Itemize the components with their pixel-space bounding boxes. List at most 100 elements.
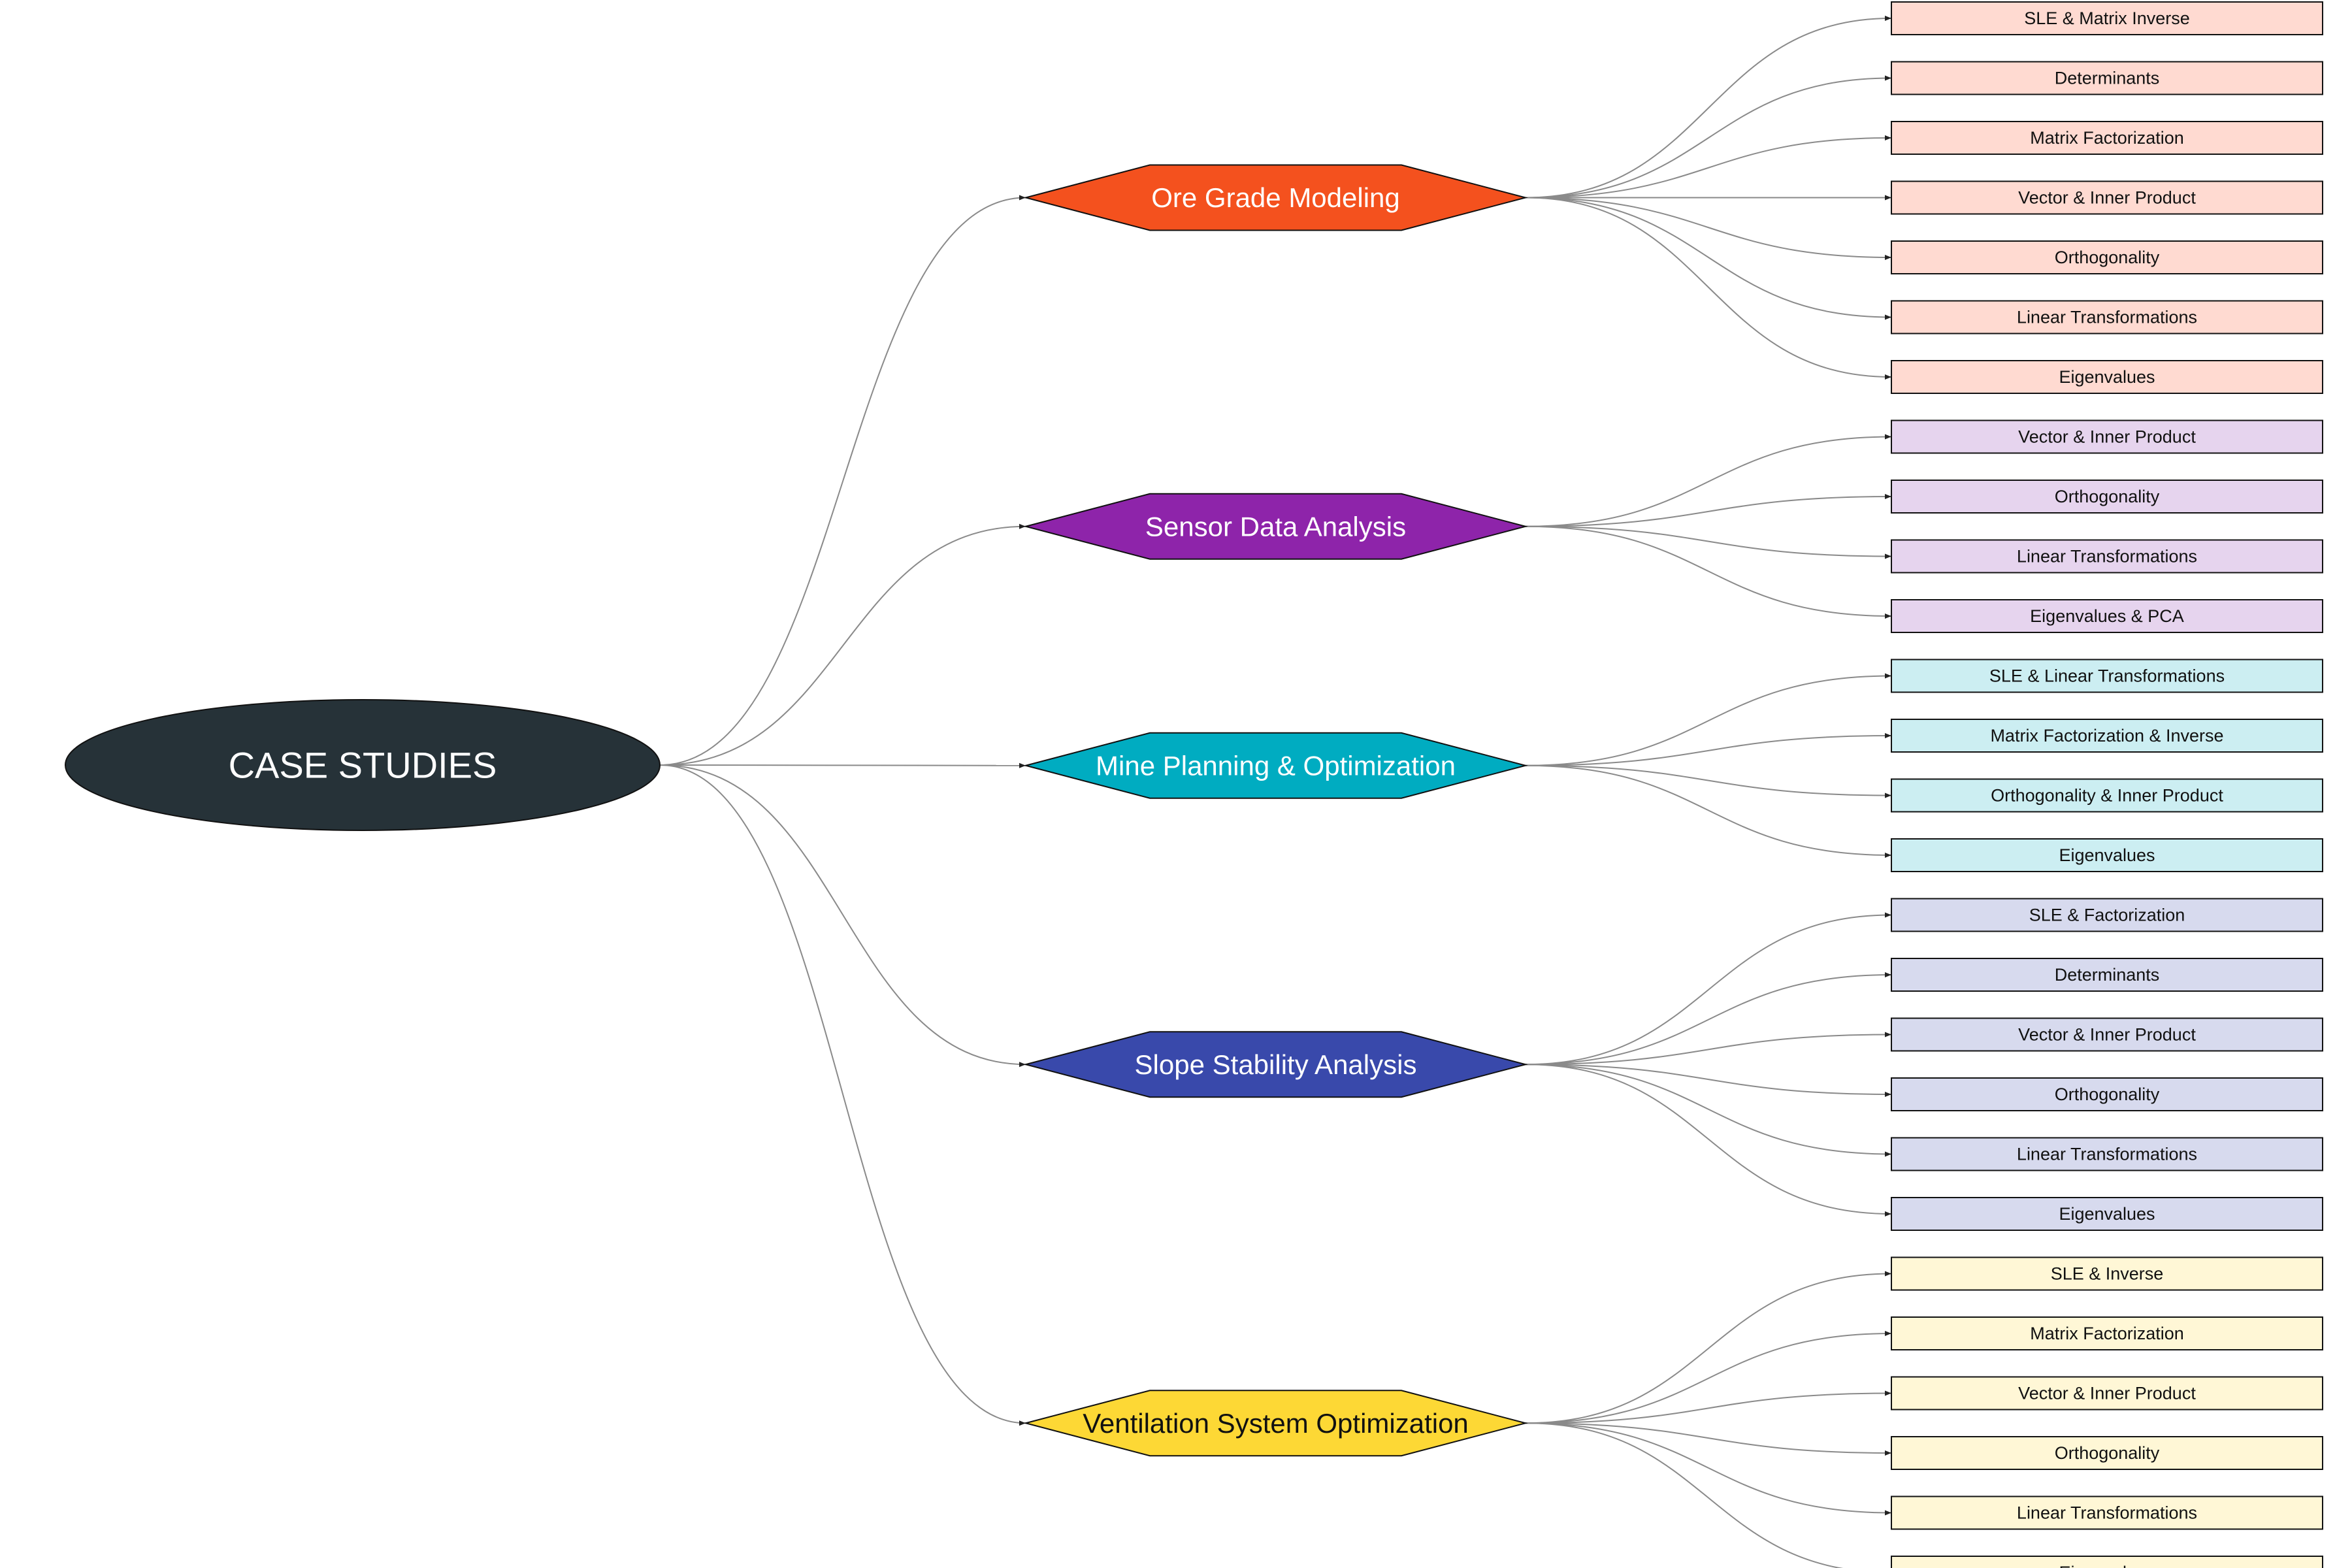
leaf-label: Determinants — [2055, 69, 2160, 88]
edge-mine-planning-and-optimization-to-sle-and-linear-transformations — [1525, 673, 1892, 766]
category-node-sensor-data-analysis[interactable]: Sensor Data Analysis — [1023, 493, 1528, 560]
edge-ore-grade-modeling-to-determinants — [1525, 75, 1892, 199]
leaf-node-matrix-factorization[interactable]: Matrix Factorization — [1891, 1316, 2323, 1350]
leaf-node-vector-and-inner-product[interactable]: Vector & Inner Product — [1891, 1017, 2323, 1052]
edge-ventilation-system-optimization-to-matrix-factorization — [1525, 1331, 1892, 1424]
leaf-label: Orthogonality — [2055, 248, 2160, 267]
root-node[interactable]: CASE STUDIES — [65, 699, 661, 831]
category-hexagon — [1023, 732, 1528, 799]
category-hexagon — [1023, 493, 1528, 560]
leaf-label: Orthogonality — [2055, 1443, 2160, 1463]
leaf-box — [1891, 419, 2323, 454]
edge-root-to-ore-grade-modeling — [659, 195, 1026, 766]
leaf-box — [1891, 1077, 2323, 1111]
leaf-box — [1891, 599, 2323, 633]
leaf-box — [1891, 1436, 2323, 1470]
leaf-box — [1891, 1197, 2323, 1231]
leaf-box — [1891, 898, 2323, 932]
leaf-box — [1891, 1137, 2323, 1171]
edge-ore-grade-modeling-to-eigenvalues — [1525, 197, 1892, 380]
leaf-box — [1891, 958, 2323, 992]
edge-root-to-sensor-data-analysis — [659, 523, 1026, 766]
edge-root-to-slope-stability-analysis — [659, 764, 1026, 1068]
leaf-label: Orthogonality — [2055, 487, 2160, 506]
edge-ventilation-system-optimization-to-sle-and-inverse — [1525, 1271, 1892, 1424]
leaf-box — [1891, 778, 2323, 813]
leaf-box — [1891, 1, 2323, 35]
leaf-label: Linear Transformations — [2017, 1503, 2197, 1523]
leaf-node-orthogonality-and-inner-product[interactable]: Orthogonality & Inner Product — [1891, 778, 2323, 813]
edge-ore-grade-modeling-to-sle-and-matrix-inverse — [1525, 16, 1892, 199]
leaf-node-eigenvalues[interactable]: Eigenvalues — [1891, 1556, 2323, 1568]
leaf-label: SLE & Factorization — [2029, 906, 2185, 925]
category-node-ventilation-system-optimization[interactable]: Ventilation System Optimization — [1023, 1390, 1528, 1457]
edge-slope-stability-analysis-to-vector-and-inner-product — [1525, 1032, 1892, 1066]
leaf-node-eigenvalues[interactable]: Eigenvalues — [1891, 1197, 2323, 1231]
leaf-node-orthogonality[interactable]: Orthogonality — [1891, 1436, 2323, 1470]
leaf-node-vector-and-inner-product[interactable]: Vector & Inner Product — [1891, 1376, 2323, 1411]
root-ellipse — [65, 699, 661, 831]
leaf-label: SLE & Matrix Inverse — [2024, 8, 2190, 28]
edge-root-to-mine-planning-and-optimization — [659, 762, 1026, 768]
leaf-node-orthogonality[interactable]: Orthogonality — [1891, 240, 2323, 274]
edge-mine-planning-and-optimization-to-matrix-factorization-and-inverse — [1525, 733, 1892, 766]
leaf-node-linear-transformations[interactable]: Linear Transformations — [1891, 1137, 2323, 1171]
edge-slope-stability-analysis-to-linear-transformations — [1525, 1064, 1892, 1157]
edge-sensor-data-analysis-to-eigenvalues-and-pca — [1525, 525, 1892, 619]
leaf-label: Vector & Inner Product — [2018, 1025, 2196, 1045]
leaf-node-linear-transformations[interactable]: Linear Transformations — [1891, 1495, 2323, 1530]
leaf-label: Eigenvalues — [2059, 1204, 2155, 1224]
leaf-label: SLE & Inverse — [2051, 1264, 2164, 1284]
category-label: Sensor Data Analysis — [1145, 511, 1406, 542]
edge-slope-stability-analysis-to-sle-and-factorization — [1525, 912, 1892, 1066]
leaf-node-determinants[interactable]: Determinants — [1891, 61, 2323, 95]
nodes: CASE STUDIES Ore Grade Modeling SLE & Mat… — [65, 1, 2323, 1568]
leaf-box — [1891, 719, 2323, 753]
leaf-node-vector-and-inner-product[interactable]: Vector & Inner Product — [1891, 419, 2323, 454]
category-hexagon — [1023, 1031, 1528, 1098]
leaf-node-orthogonality[interactable]: Orthogonality — [1891, 1077, 2323, 1111]
edge-ore-grade-modeling-to-linear-transformations — [1525, 197, 1892, 320]
leaf-node-orthogonality[interactable]: Orthogonality — [1891, 480, 2323, 514]
edge-sensor-data-analysis-to-orthogonality — [1525, 494, 1892, 527]
leaf-node-eigenvalues-and-pca[interactable]: Eigenvalues & PCA — [1891, 599, 2323, 633]
edge-sensor-data-analysis-to-linear-transformations — [1525, 525, 1892, 559]
leaf-label: Vector & Inner Product — [2018, 427, 2196, 447]
leaf-node-sle-and-factorization[interactable]: SLE & Factorization — [1891, 898, 2323, 932]
edge-ventilation-system-optimization-to-linear-transformations — [1525, 1422, 1892, 1516]
leaf-label: Matrix Factorization — [2030, 1324, 2184, 1343]
leaf-box — [1891, 61, 2323, 95]
leaf-label: SLE & Linear Transformations — [1989, 666, 2225, 686]
leaf-label: Eigenvalues — [2059, 1563, 2155, 1568]
leaf-node-matrix-factorization[interactable]: Matrix Factorization — [1891, 121, 2323, 155]
leaf-label: Eigenvalues — [2059, 367, 2155, 387]
category-hexagon — [1023, 1390, 1528, 1457]
leaf-node-eigenvalues[interactable]: Eigenvalues — [1891, 838, 2323, 872]
leaf-node-eigenvalues[interactable]: Eigenvalues — [1891, 360, 2323, 394]
leaf-node-sle-and-inverse[interactable]: SLE & Inverse — [1891, 1256, 2323, 1291]
leaf-label: Orthogonality — [2055, 1085, 2160, 1104]
edges — [659, 16, 1892, 1568]
leaf-box — [1891, 240, 2323, 274]
edge-mine-planning-and-optimization-to-eigenvalues — [1525, 764, 1892, 858]
leaf-node-sle-and-matrix-inverse[interactable]: SLE & Matrix Inverse — [1891, 1, 2323, 35]
category-node-mine-planning-and-optimization[interactable]: Mine Planning & Optimization — [1023, 732, 1528, 799]
leaf-node-sle-and-linear-transformations[interactable]: SLE & Linear Transformations — [1891, 659, 2323, 693]
category-node-slope-stability-analysis[interactable]: Slope Stability Analysis — [1023, 1031, 1528, 1098]
leaf-node-determinants[interactable]: Determinants — [1891, 958, 2323, 992]
leaf-node-matrix-factorization-and-inverse[interactable]: Matrix Factorization & Inverse — [1891, 719, 2323, 753]
edge-slope-stability-analysis-to-determinants — [1525, 972, 1892, 1066]
leaf-box — [1891, 659, 2323, 693]
leaf-label: Vector & Inner Product — [2018, 1384, 2196, 1403]
leaf-node-vector-and-inner-product[interactable]: Vector & Inner Product — [1891, 180, 2323, 215]
leaf-label: Eigenvalues — [2059, 845, 2155, 865]
edge-ventilation-system-optimization-to-vector-and-inner-product — [1525, 1390, 1892, 1424]
leaf-box — [1891, 838, 2323, 872]
leaf-node-linear-transformations[interactable]: Linear Transformations — [1891, 300, 2323, 335]
leaf-box — [1891, 1376, 2323, 1411]
edge-ore-grade-modeling-to-orthogonality — [1525, 197, 1892, 260]
category-node-ore-grade-modeling[interactable]: Ore Grade Modeling — [1023, 164, 1528, 231]
leaf-node-linear-transformations[interactable]: Linear Transformations — [1891, 539, 2323, 574]
edge-ventilation-system-optimization-to-eigenvalues — [1525, 1422, 1844, 1568]
